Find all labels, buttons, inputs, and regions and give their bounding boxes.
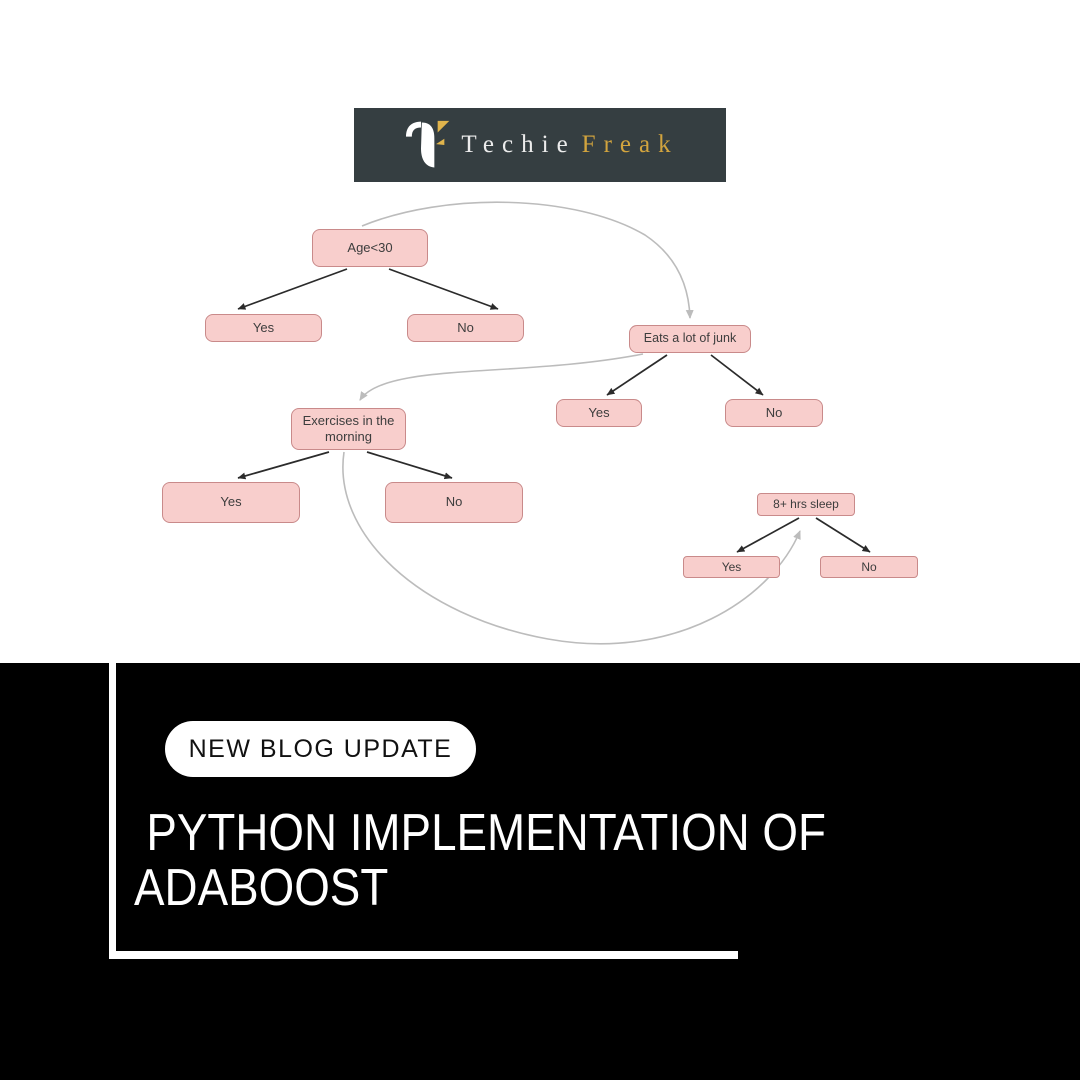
tree-node-age-no: No	[407, 314, 524, 342]
flow-arrow-age-to-junk	[361, 201, 694, 319]
techiefreak-monogram-icon	[401, 117, 451, 173]
flow-arrow-junk-to-exercise	[359, 353, 644, 401]
blog-title: PYTHON IMPLEMENTATION OF ADABOOST	[134, 804, 826, 917]
frame-accent-horizontal	[109, 951, 738, 959]
tree-node-junk-yes: Yes	[556, 399, 642, 427]
tree-node-exercise-no: No	[385, 482, 523, 523]
tree-edge-sleep-yes	[736, 517, 800, 553]
tree-node-exercise-yes: Yes	[162, 482, 300, 523]
new-blog-update-badge: NEW BLOG UPDATE	[165, 721, 476, 777]
tree-edge-exercise-yes	[237, 451, 330, 480]
tree-edge-sleep-no	[815, 517, 871, 553]
tree-node-junk-no: No	[725, 399, 823, 427]
tree-edge-exercise-no	[366, 451, 453, 480]
tree-edge-junk-yes	[606, 354, 668, 396]
tree-node-junk: Eats a lot of junk	[629, 325, 751, 353]
tree-edge-age-no	[388, 268, 499, 310]
tree-node-sleep: 8+ hrs sleep	[757, 493, 855, 516]
logo-word-techie: Techie	[461, 131, 576, 158]
tree-edge-junk-no	[710, 354, 764, 396]
tree-edge-age-yes	[237, 268, 348, 310]
tree-node-sleep-yes: Yes	[683, 556, 780, 578]
tree-node-age-yes: Yes	[205, 314, 322, 342]
flow-arrow-exercise-to-sleep	[342, 451, 801, 645]
tree-node-exercise: Exercises in the morning	[291, 408, 406, 450]
frame-accent-vertical	[109, 663, 116, 959]
logo-word-freak: Freak	[581, 131, 679, 158]
tree-node-age: Age<30	[312, 229, 428, 267]
tree-node-sleep-no: No	[820, 556, 918, 578]
